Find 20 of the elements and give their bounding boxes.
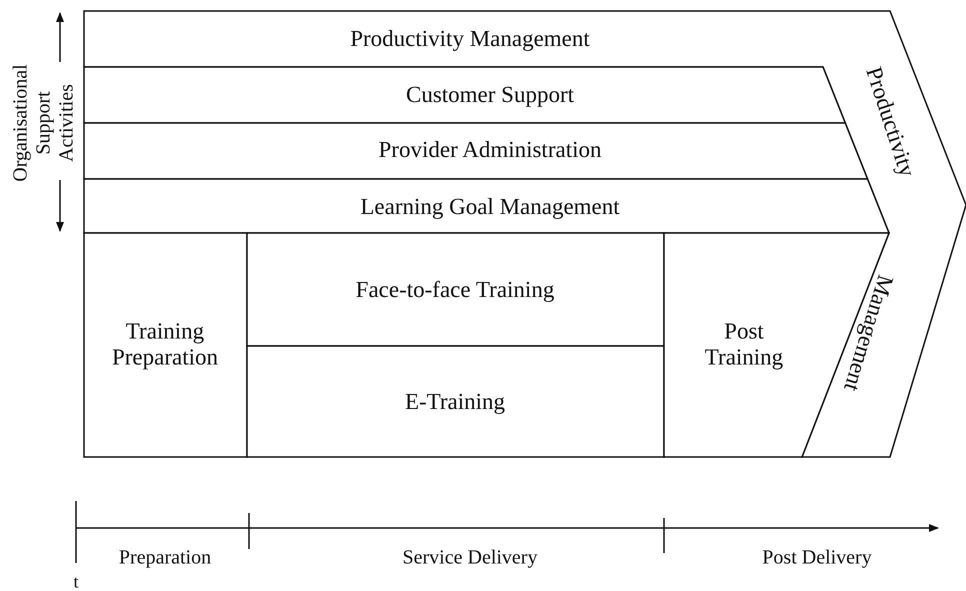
box-label: Learning Goal Management	[360, 194, 620, 220]
activity-band	[84, 67, 846, 123]
box-label: Provider Administration	[378, 136, 602, 164]
phase-label: Preparation	[118, 546, 212, 570]
process-box	[247, 233, 664, 346]
time-label: t	[74, 572, 78, 591]
box-label: Productivity Management	[350, 26, 590, 52]
process-box	[84, 233, 247, 457]
chevron-band	[84, 11, 966, 457]
box-label: Customer Support	[406, 82, 574, 108]
phase-label: Service Delivery	[402, 546, 538, 570]
process-box	[247, 346, 664, 457]
box-label: Post Training	[704, 318, 784, 372]
axis-label: Organisational Support Activities	[10, 63, 78, 184]
box-label: Face-to-face Training	[356, 276, 554, 304]
phase-label: Post Delivery	[762, 546, 872, 570]
activity-band	[84, 179, 889, 233]
box-label: Training Preparation	[110, 318, 219, 372]
activity-band	[84, 123, 868, 179]
box-label: E-Training	[404, 388, 506, 416]
